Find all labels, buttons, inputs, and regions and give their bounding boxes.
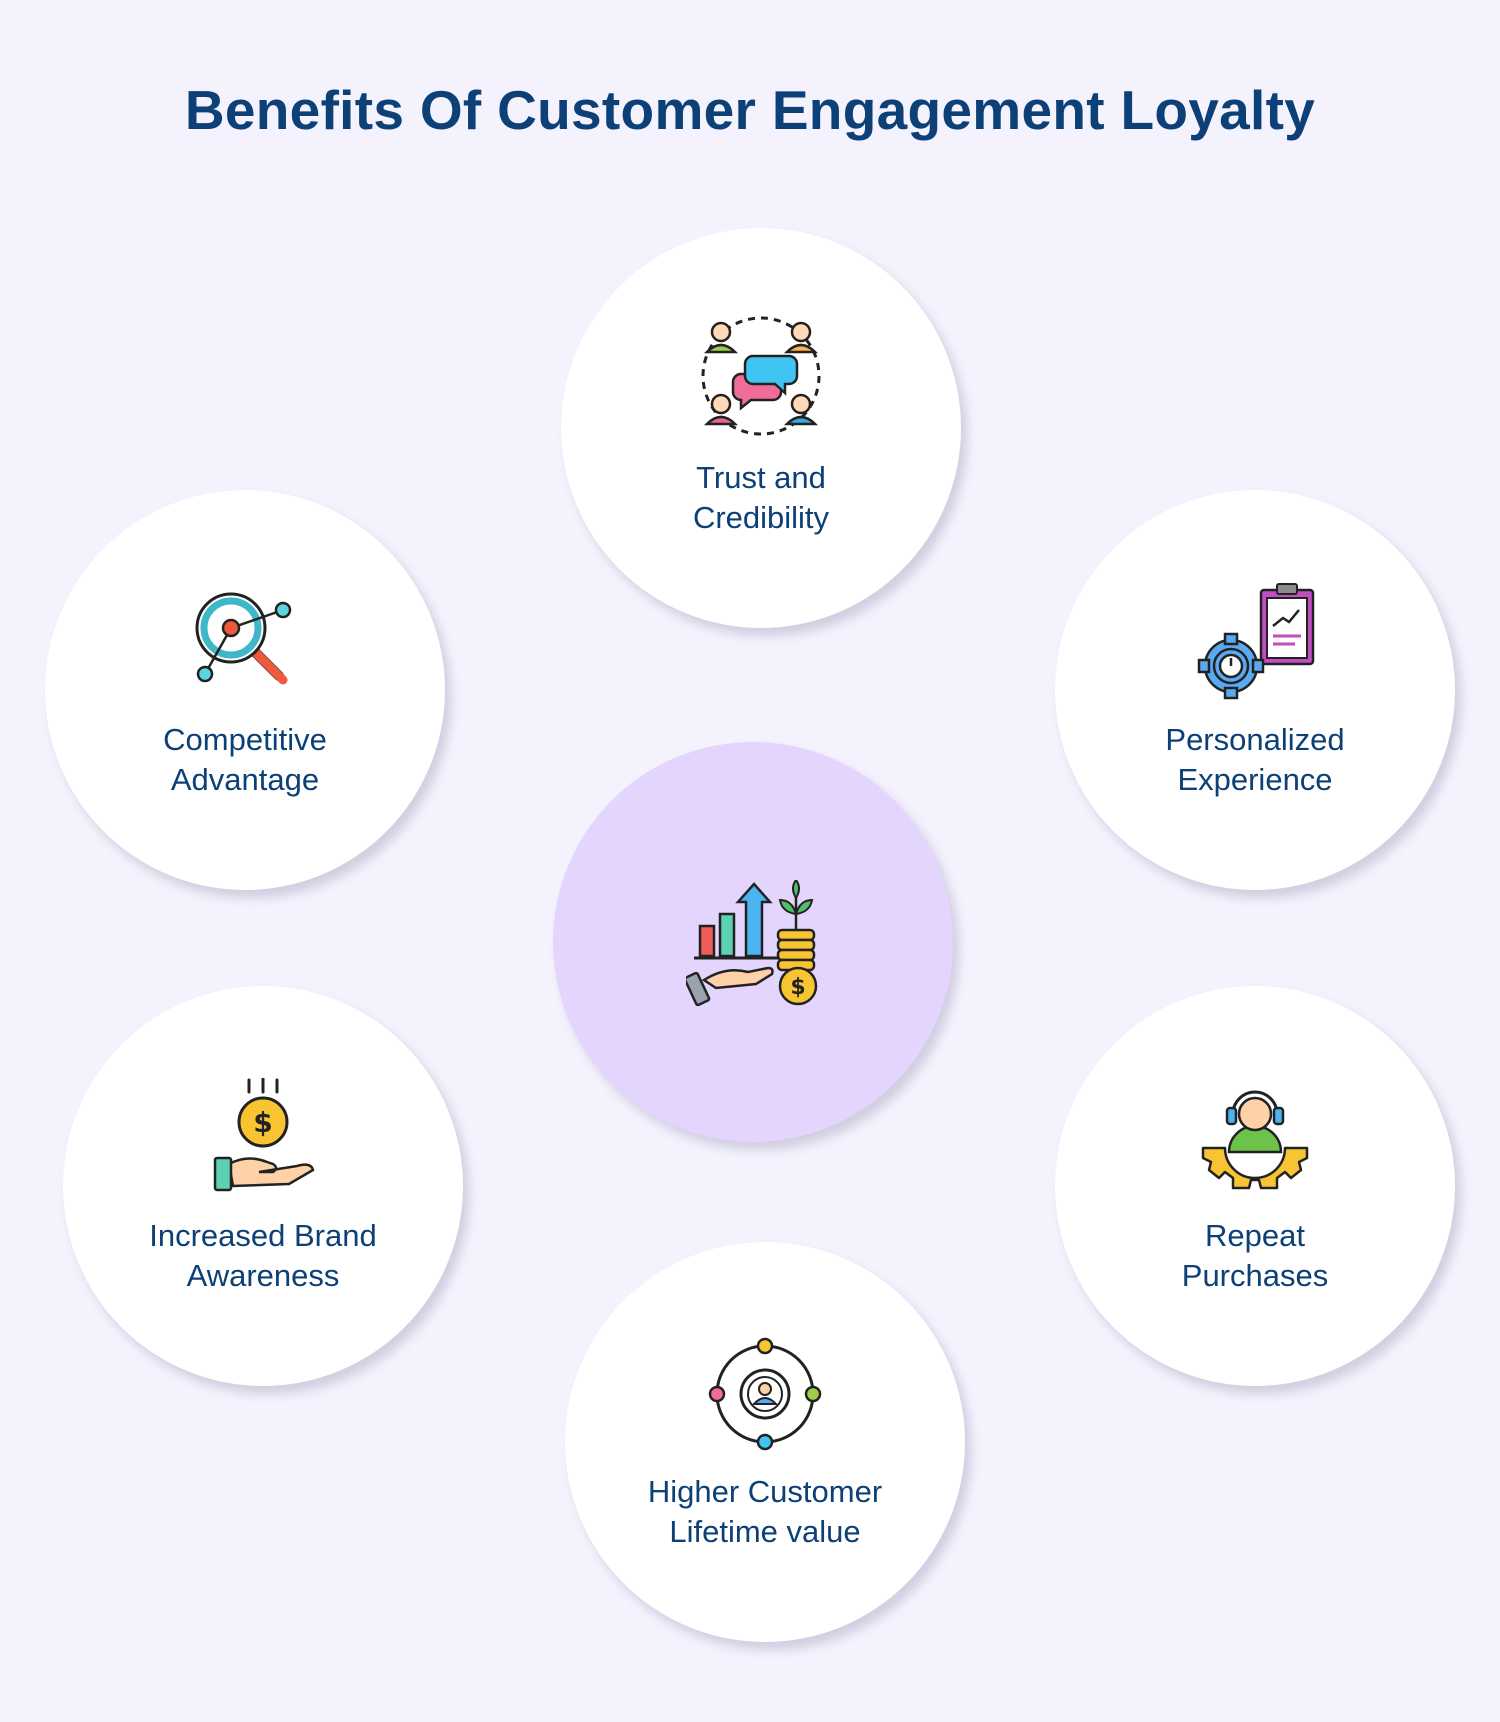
benefit-label: Higher Customer Lifetime value xyxy=(647,1474,883,1549)
benefit-trust-credibility: Trust and Credibility xyxy=(561,228,961,628)
customer-orbit-icon xyxy=(705,1334,825,1454)
center-hub: $ xyxy=(553,742,953,1142)
benefit-label: Repeat Purchases xyxy=(1181,1218,1329,1293)
svg-text:$: $ xyxy=(253,1106,272,1139)
svg-text:$: $ xyxy=(790,975,805,1000)
benefit-higher-customer-lifetime-value: Higher Customer Lifetime value xyxy=(565,1242,965,1642)
growth-investment-icon: $ xyxy=(686,880,820,1014)
benefit-label: Trust and Credibility xyxy=(692,460,830,535)
magnifier-analysis-icon xyxy=(185,582,305,702)
benefit-increased-brand-awareness: $ Increased Brand Awareness xyxy=(63,986,463,1386)
page-title: Benefits Of Customer Engagement Loyalty xyxy=(184,79,1316,141)
benefit-competitive-advantage: Competitive Advantage xyxy=(45,490,445,890)
support-agent-gear-icon xyxy=(1195,1078,1315,1198)
benefit-label: Increased Brand Awareness xyxy=(149,1218,377,1293)
community-chat-icon xyxy=(701,316,821,436)
benefit-personalized-experience: Personalized Experience xyxy=(1055,490,1455,890)
gear-clipboard-icon xyxy=(1195,582,1315,702)
hand-coin-icon: $ xyxy=(203,1078,323,1198)
benefit-label: Personalized Experience xyxy=(1165,722,1345,797)
benefit-label: Competitive Advantage xyxy=(163,722,327,797)
benefit-repeat-purchases: Repeat Purchases xyxy=(1055,986,1455,1386)
